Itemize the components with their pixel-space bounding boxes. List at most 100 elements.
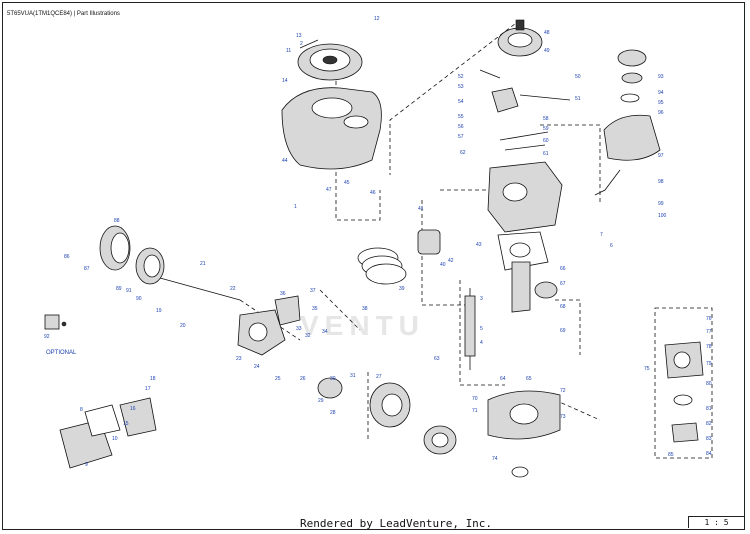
callout: 85	[668, 452, 674, 458]
callout: 26	[300, 376, 306, 382]
callout: 46	[370, 190, 376, 196]
callout: 37	[310, 288, 316, 294]
callout: 65	[526, 376, 532, 382]
callout: 13	[296, 33, 302, 39]
watermark-logo: VENTU	[300, 310, 425, 341]
callout: 99	[658, 201, 664, 207]
optional-kit-label: OPTIONAL	[46, 350, 77, 356]
callout: 53	[458, 84, 464, 90]
callout: 61	[543, 151, 549, 157]
callout: 100	[658, 213, 667, 219]
callout: 62	[460, 150, 466, 156]
carburetor	[237, 295, 301, 356]
crankcase-cover	[487, 390, 561, 478]
callout: 36	[280, 291, 286, 297]
callout: 86	[64, 254, 70, 260]
callout: 7	[600, 232, 603, 238]
callout: 54	[458, 99, 464, 105]
blower-housing	[281, 87, 382, 170]
callout: 55	[458, 114, 464, 120]
callout: 11	[286, 48, 291, 54]
callout: 15	[123, 421, 129, 427]
callout: 91	[126, 288, 132, 294]
callout: 34	[322, 329, 328, 335]
callout: 28	[330, 410, 336, 416]
callout: 96	[658, 110, 664, 116]
callout: 64	[500, 376, 506, 382]
callout: 81	[706, 406, 712, 412]
flywheel	[497, 19, 543, 57]
callout: 90	[136, 296, 142, 302]
callout: 38	[362, 306, 368, 312]
callout: 8	[80, 407, 83, 413]
callout: 12	[374, 16, 380, 22]
diagram-frame	[2, 2, 745, 530]
callout: 87	[84, 266, 90, 272]
callout: 59	[543, 126, 549, 132]
callout: 6	[610, 243, 613, 249]
callout-labels: 12 13 11 14 2 48 49 50 51 52 53 54 55 56…	[44, 16, 712, 468]
callout: 33	[296, 326, 302, 332]
callout: 47	[326, 187, 332, 193]
callout: 58	[543, 116, 549, 122]
callout: 94	[658, 90, 664, 96]
callout: 35	[312, 306, 318, 312]
callout: 60	[543, 138, 549, 144]
callout: 84	[706, 451, 712, 457]
callout: 63	[434, 356, 440, 362]
callout: 44	[282, 158, 288, 164]
callout: 22	[230, 286, 236, 292]
callout: 73	[560, 414, 566, 420]
recoil-starter	[297, 39, 363, 81]
callout: 74	[492, 456, 498, 462]
callout: 48	[544, 30, 550, 36]
callout: 16	[130, 406, 136, 412]
muffler	[59, 397, 157, 469]
callout: 92	[44, 334, 50, 340]
callout: 27	[376, 374, 382, 380]
callout: 95	[658, 100, 664, 106]
callout: 57	[458, 134, 464, 140]
crankshaft	[464, 261, 558, 370]
callout: 56	[458, 124, 464, 130]
callout: 41	[418, 206, 424, 212]
rendered-by-footer: Rendered by LeadVenture, Inc.	[300, 517, 493, 530]
callout: 68	[560, 304, 566, 310]
starter-pulley	[317, 377, 457, 455]
callout: 72	[560, 388, 566, 394]
callout: 82	[706, 421, 712, 427]
callout: 4	[480, 340, 483, 346]
callout: 31	[350, 373, 356, 379]
callout: 75	[644, 366, 650, 372]
callout: 3	[480, 296, 483, 302]
callout: 69	[560, 328, 566, 334]
callout: 50	[575, 74, 581, 80]
callout: 52	[458, 74, 464, 80]
head-gasket	[497, 231, 549, 271]
carburetor-detail	[664, 341, 704, 443]
callout: 80	[706, 381, 712, 387]
callout: 76	[706, 316, 712, 322]
callout: 79	[706, 361, 712, 367]
callout: 70	[472, 396, 478, 402]
callout: 42	[448, 258, 454, 264]
callout: 67	[560, 281, 566, 287]
callout: 66	[560, 266, 566, 272]
callout: 25	[275, 376, 281, 382]
callout: 21	[200, 261, 206, 267]
callout: 78	[706, 344, 712, 350]
callout: 10	[112, 436, 118, 442]
callout: 83	[706, 436, 712, 442]
callout: 93	[658, 74, 664, 80]
page-indicator: 1 : 5	[688, 516, 745, 528]
assembly-guide-lines	[239, 19, 713, 459]
callout: 51	[575, 96, 581, 102]
callout: 18	[150, 376, 156, 382]
callout: 30	[330, 376, 336, 382]
callout: 2	[300, 41, 303, 47]
callout: 98	[658, 179, 664, 185]
air-filter-assembly	[99, 225, 241, 301]
callout: 71	[472, 408, 478, 414]
